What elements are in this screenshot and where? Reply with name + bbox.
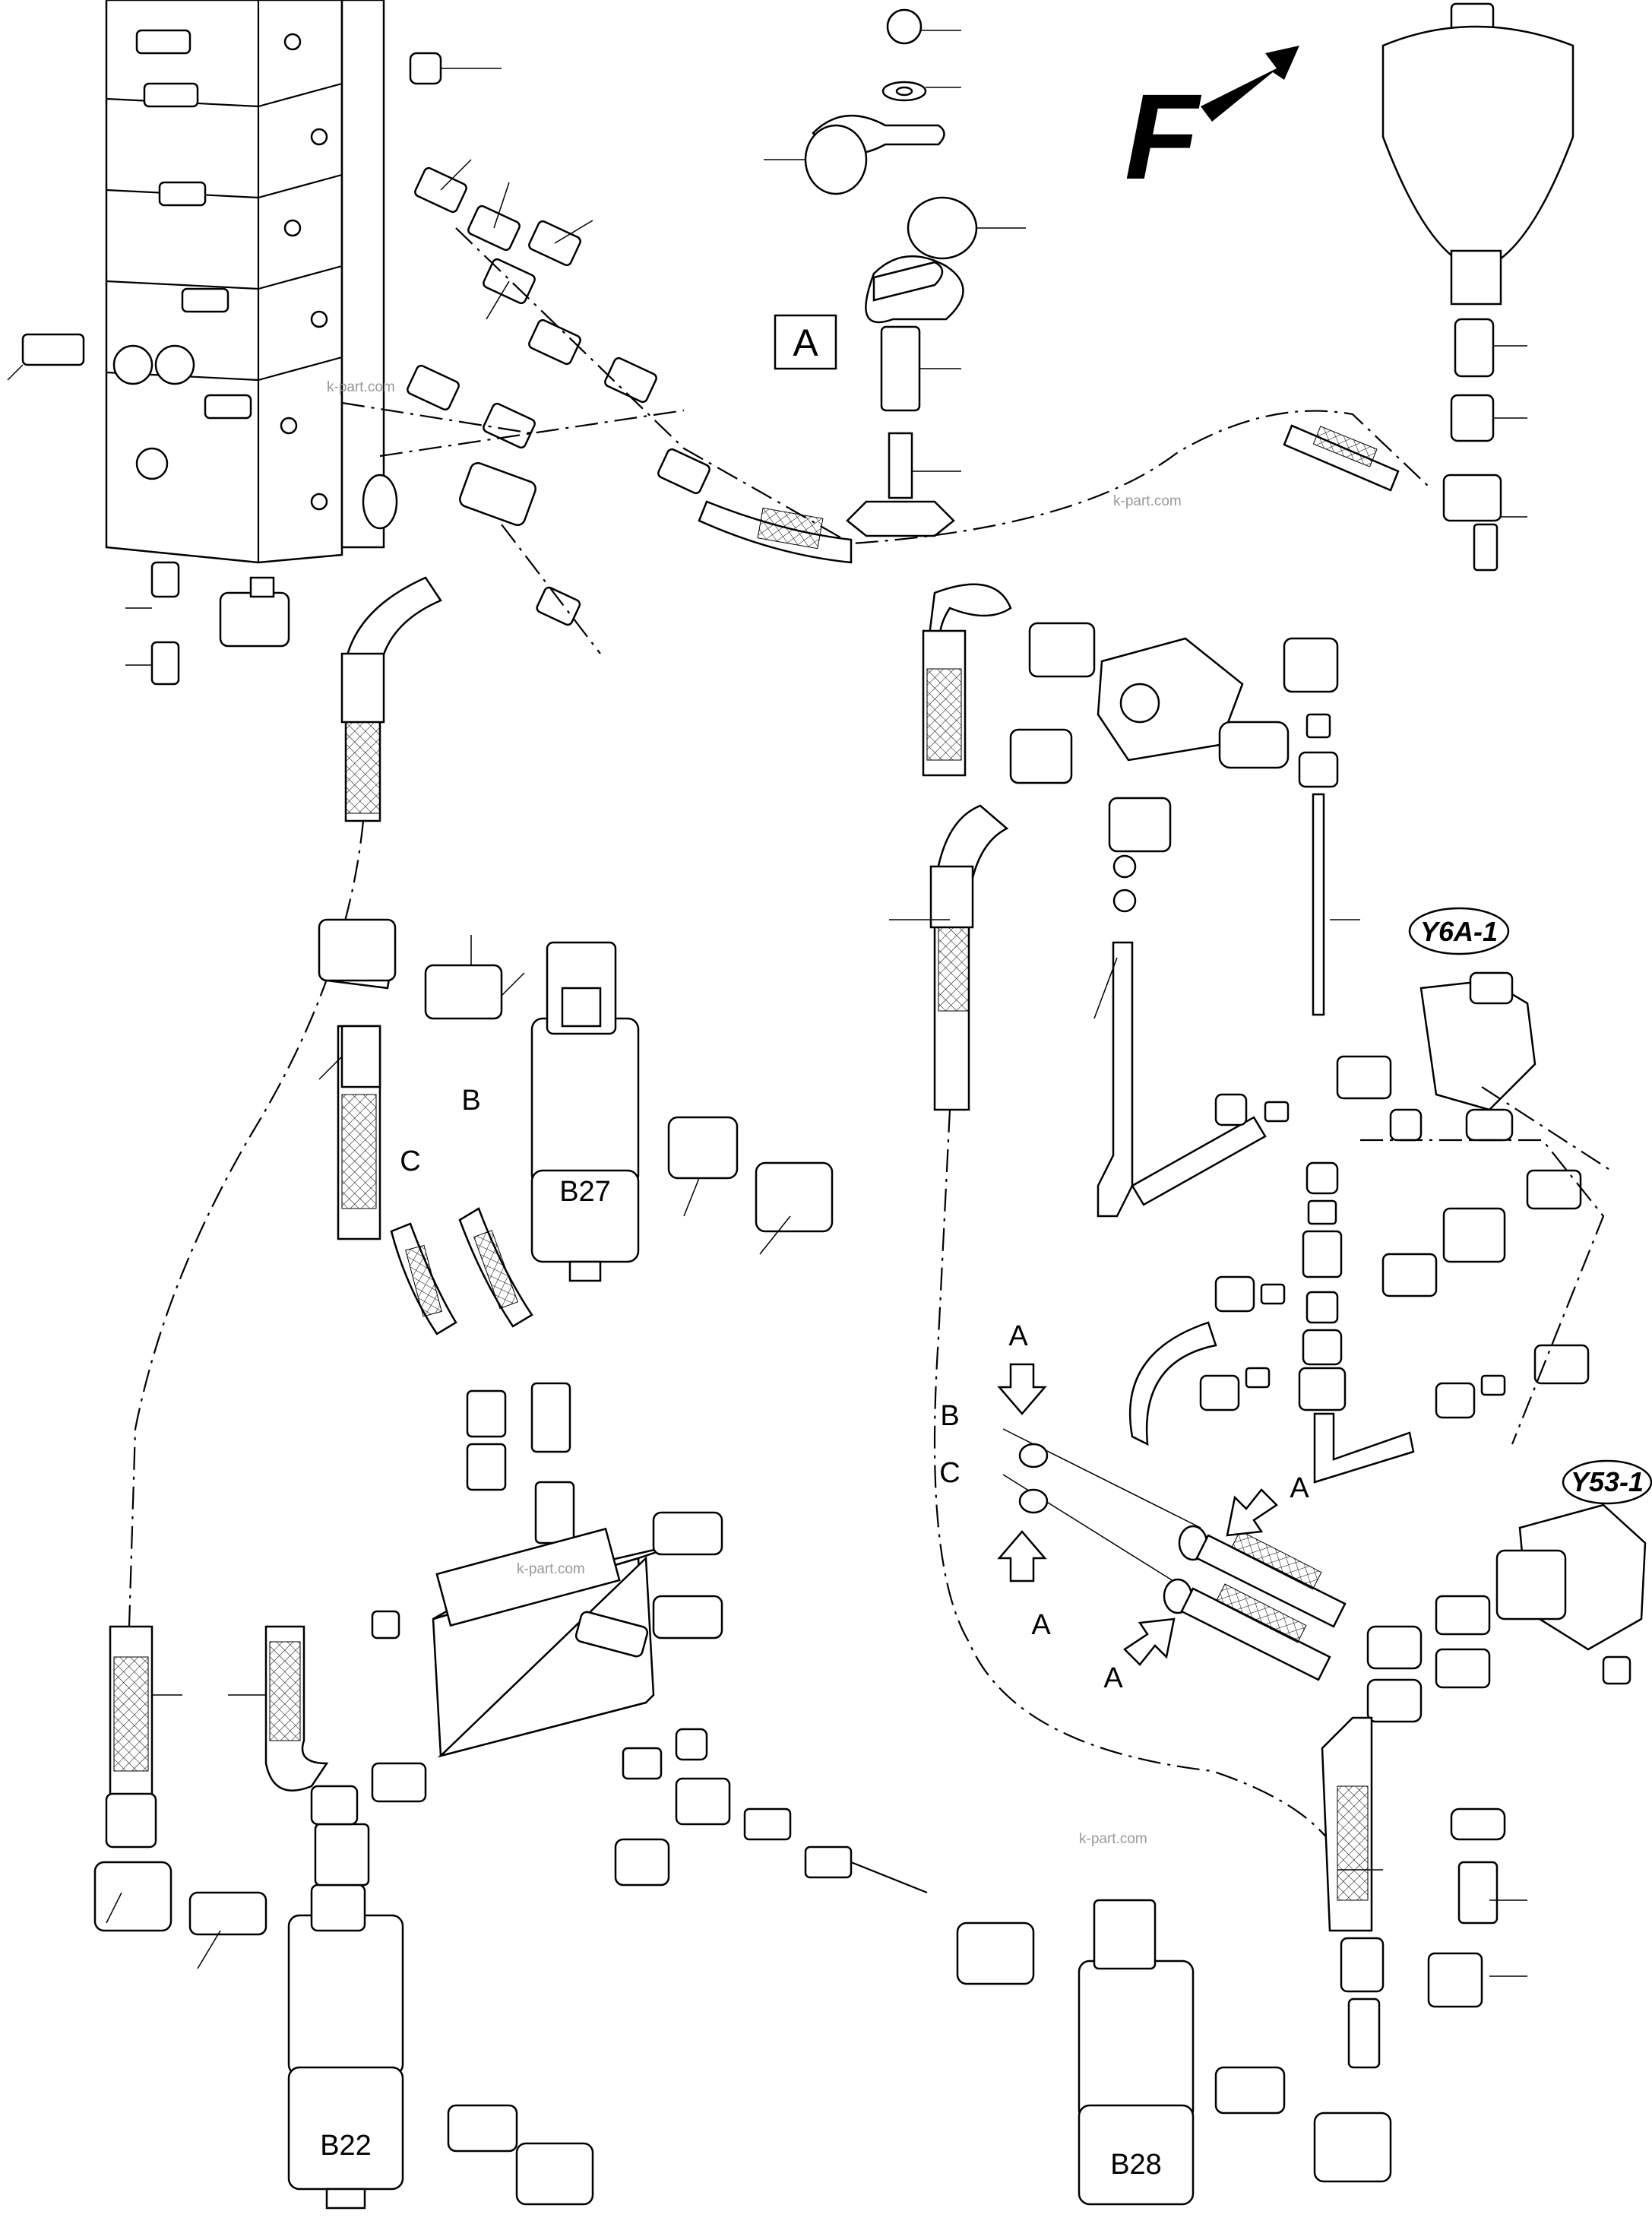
port-a-label-3: A <box>1290 1472 1309 1504</box>
port-a-label-1: A <box>1008 1320 1028 1352</box>
port-b-label-right: B <box>940 1400 959 1432</box>
valve-y53-1-label: Y53-1 <box>1571 1466 1644 1497</box>
clamp-detail: A <box>764 8 1026 537</box>
valve-y6a1-label: Y6A-1 <box>1420 916 1498 947</box>
filter-b22-label: B22 <box>320 2130 372 2162</box>
port-a-label-4: A <box>1103 1662 1123 1694</box>
front-arrow-icon <box>1201 46 1299 122</box>
center-manifold-assembly: C B <box>264 918 928 1894</box>
port-hoses: A B C A A A <box>939 1320 1491 1723</box>
front-arrow-label: F <box>1125 68 1202 204</box>
leader-lines <box>106 919 1527 1977</box>
filter-b22-assembly: B22 <box>93 1625 594 2210</box>
watermark-4: k-part.com <box>1079 1831 1147 1847</box>
watermark-1: k-part.com <box>327 379 395 395</box>
stack-fittings <box>7 52 710 686</box>
filter-b28-assembly: B28 <box>956 1716 1506 2206</box>
watermark-3: k-part.com <box>517 1561 585 1577</box>
detail-a-box <box>774 314 837 370</box>
port-a-label-2: A <box>1031 1609 1051 1641</box>
front-direction-indicator: F <box>1125 46 1299 204</box>
port-b-label-left: B <box>461 1085 480 1117</box>
hose-to-accumulator <box>698 424 1400 564</box>
valve-y6a1: Y6A-1 <box>1408 907 1510 955</box>
right-manifold-assembly <box>922 583 1612 1848</box>
port-c-label-right: C <box>939 1457 960 1489</box>
flow-arrow-icon <box>997 1530 1047 1582</box>
valve-y53-1: Y53-1 <box>1495 1459 1652 1685</box>
accumulator <box>1381 2 1574 572</box>
filter-b27-assembly: B27 <box>530 941 834 1282</box>
flow-arrow-icon <box>1123 1617 1176 1666</box>
filter-b28-label: B28 <box>1110 2149 1162 2181</box>
left-hose <box>128 576 442 1627</box>
port-c-label-left: C <box>400 1145 420 1177</box>
flow-arrow-icon <box>997 1363 1047 1415</box>
valve-block-stack <box>105 0 398 564</box>
flow-arrow-icon <box>1226 1488 1278 1537</box>
filter-b27-label: B27 <box>559 1176 611 1208</box>
watermark-2: k-part.com <box>1113 493 1182 509</box>
detail-a-label: A <box>793 322 818 364</box>
